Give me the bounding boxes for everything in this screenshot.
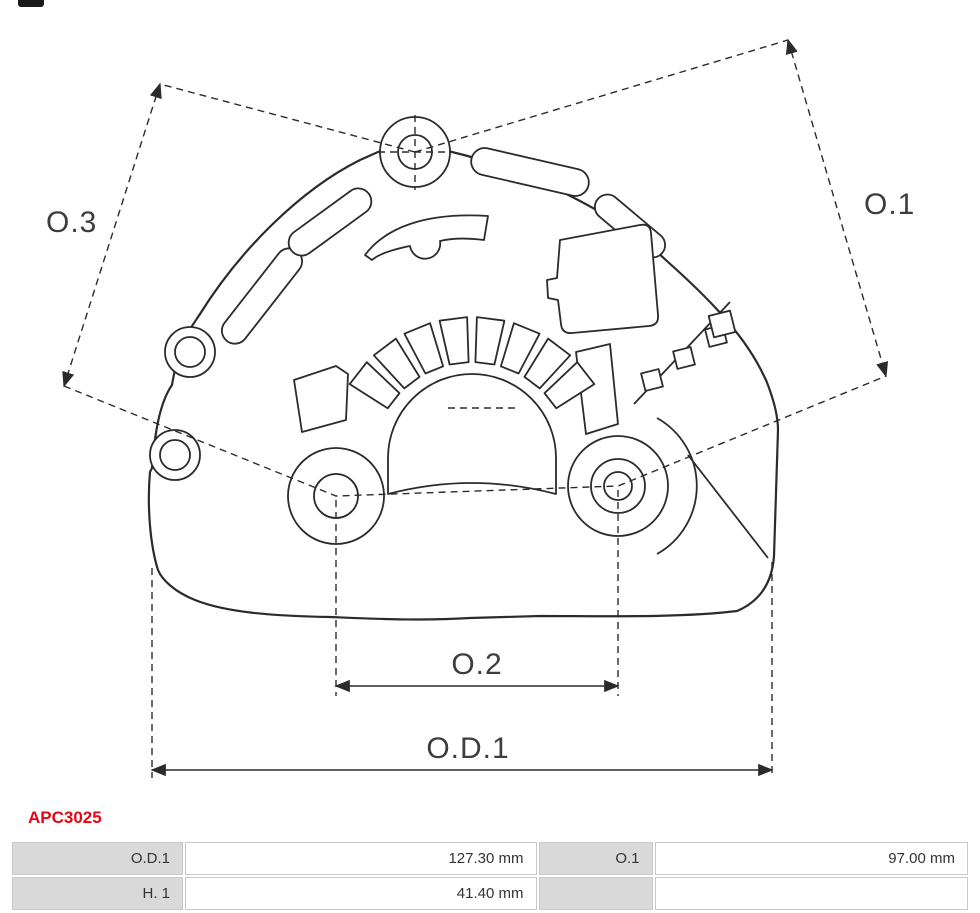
part-code: APC3025 [28, 808, 102, 827]
band-squares [640, 309, 737, 392]
construction-lines [63, 39, 887, 497]
spec-label: H. 1 [12, 877, 183, 910]
fan-slot [403, 322, 444, 375]
dimension-lines [62, 38, 889, 778]
table-row: H. 1 41.40 mm [12, 877, 968, 910]
fan-slots [348, 316, 596, 410]
spec-label [538, 877, 653, 910]
fan-slot [438, 316, 470, 366]
specs-table: O.D.1 127.30 mm O.1 97.00 mm H. 1 41.40 … [10, 840, 970, 912]
fan-slot [543, 361, 596, 410]
spec-value [654, 877, 968, 910]
spec-value: 127.30 mm [185, 842, 537, 875]
spec-value: 97.00 mm [654, 842, 968, 875]
alternator-cap-drawing: O.3 O.1 O.2 O.D.1 [46, 38, 915, 778]
left-mount-lobes [149, 326, 216, 481]
dim-label-od1: O.D.1 [426, 732, 509, 765]
table-row: O.D.1 127.30 mm O.1 97.00 mm [12, 842, 968, 875]
fan-slot [523, 337, 572, 390]
vent-slot-top-center [364, 214, 489, 261]
corner-artifact [18, 0, 44, 7]
fan-slot [372, 337, 421, 390]
cutout-left [293, 365, 349, 433]
fan-slot [474, 316, 506, 366]
spec-value: 41.40 mm [185, 877, 537, 910]
fold-line [687, 454, 769, 559]
technical-drawing: O.3 O.1 O.2 O.D.1 [46, 38, 915, 778]
fan-slot [500, 322, 541, 375]
fan-slot [348, 361, 401, 410]
vent-slots-upper-left [221, 187, 373, 345]
spec-label: O.1 [538, 842, 653, 875]
dim-label-o2: O.2 [451, 648, 502, 681]
cutout-right-lower [575, 343, 619, 435]
dim-label-o1: O.1 [864, 188, 915, 221]
dim-label-o3: O.3 [46, 206, 97, 239]
bottom-right-mounting-hole [567, 417, 698, 555]
cutout-right [546, 223, 659, 334]
central-arch [387, 373, 557, 495]
spec-label: O.D.1 [12, 842, 183, 875]
